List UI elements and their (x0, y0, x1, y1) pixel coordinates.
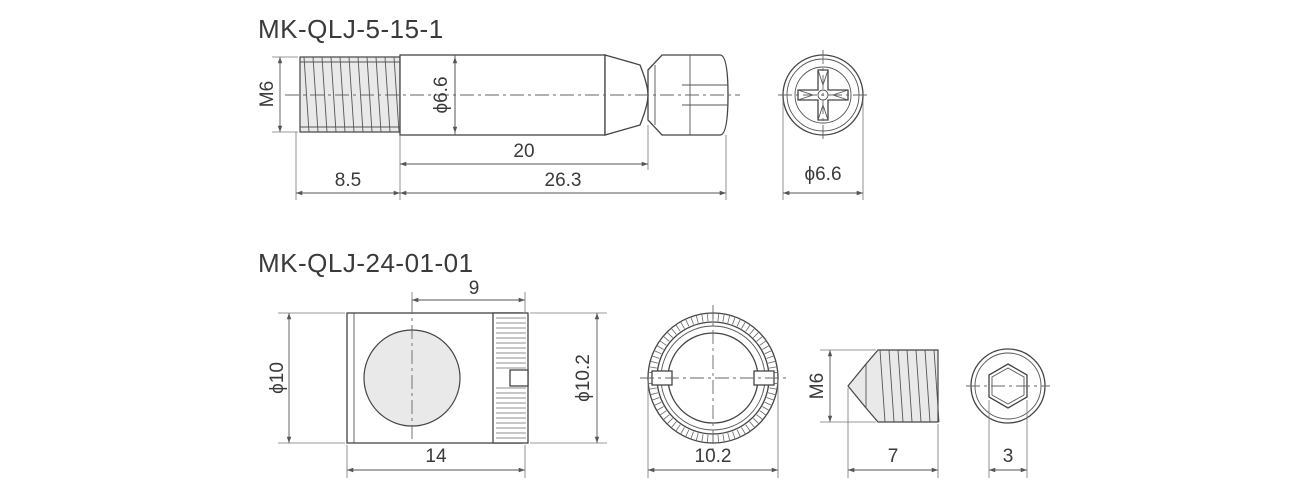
dim-face-diameter: 10.2 (695, 446, 732, 467)
dim-26-3: 26.3 (545, 170, 582, 191)
part-1-thread (299, 56, 401, 133)
dim-diameter-10: ϕ10 (267, 362, 288, 394)
knurl-lines (496, 317, 526, 439)
dim-7: 7 (888, 446, 899, 467)
part-2-end-view (640, 305, 786, 451)
thread-lines (300, 56, 400, 133)
dim-9: 9 (469, 278, 480, 299)
set-screw-end-view (966, 348, 1050, 424)
dim-diameter-10-2: ϕ10.2 (573, 354, 594, 402)
set-screw-thread-lines (879, 349, 940, 423)
dim-m6: M6 (257, 81, 278, 107)
dim-8-5: 8.5 (335, 170, 361, 191)
dim-diameter: ϕ6.6 (431, 76, 452, 113)
dim-hex-3: 3 (1003, 446, 1014, 467)
part-2-drawing: MK-QLJ-24-01-01 9 ϕ10 ϕ10.2 14 (258, 248, 1050, 478)
part-1-end-view (778, 50, 868, 140)
set-screw-side-view (847, 349, 940, 423)
dim-head-diameter: ϕ6.6 (804, 164, 841, 185)
dim-20: 20 (513, 141, 534, 162)
part-1-title: MK-QLJ-5-15-1 (258, 14, 444, 44)
part-2-title: MK-QLJ-24-01-01 (258, 248, 474, 278)
dim-14: 14 (425, 446, 447, 467)
dim-set-screw-m6: M6 (807, 373, 828, 399)
part-1-drawing: MK-QLJ-5-15-1 M6 ϕ6.6 20 (257, 14, 868, 200)
